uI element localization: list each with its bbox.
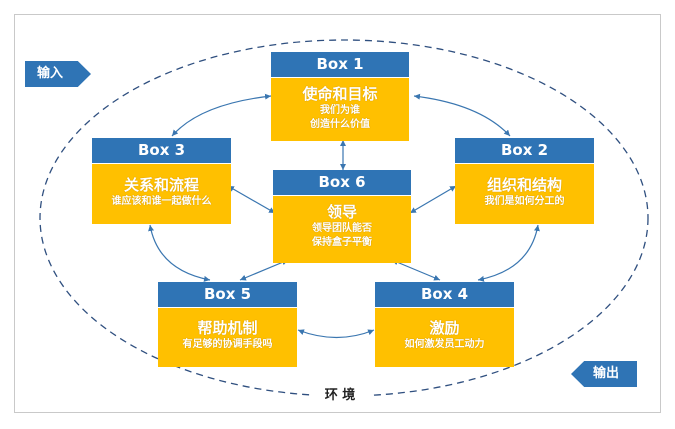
box-2: Box 2 组织和结构 我们是如何分工的 — [455, 138, 594, 224]
box-4: Box 4 激励 如何激发员工动力 — [375, 282, 514, 367]
link-box2-box4 — [477, 224, 540, 282]
box-1-title: 使命和目标 — [302, 85, 378, 103]
box-4-header: Box 4 — [375, 282, 514, 308]
box-3-body: 关系和流程 谁应该和谁一起做什么 — [92, 164, 231, 224]
box-1: Box 1 使命和目标 我们为谁 创造什么价值 — [271, 52, 409, 141]
box-6-subtitle-1: 领导团队能否 — [312, 223, 372, 234]
box-1-subtitle-1: 我们为谁 — [320, 105, 360, 116]
box-2-subtitle-1: 我们是如何分工的 — [484, 196, 565, 207]
box-5-body: 帮助机制 有足够的协调手段吗 — [158, 308, 297, 367]
box-1-body: 使命和目标 我们为谁 创造什么价值 — [271, 78, 409, 141]
box-3-header: Box 3 — [92, 138, 231, 164]
box-2-header: Box 2 — [455, 138, 594, 164]
box-1-subtitle-2: 创造什么价值 — [310, 119, 370, 130]
link-box6-box4 — [391, 259, 441, 281]
box-3-title: 关系和流程 — [123, 176, 199, 194]
environment-label: 环 境 — [310, 384, 370, 403]
link-box1-box3 — [171, 93, 272, 137]
box-6-body: 领导 领导团队能否 保持盒子平衡 — [273, 196, 411, 263]
box-4-title: 激励 — [429, 319, 460, 337]
box-2-body: 组织和结构 我们是如何分工的 — [455, 164, 594, 224]
box-4-subtitle-1: 如何激发员工动力 — [404, 339, 485, 350]
link-box6-box3 — [227, 185, 276, 214]
box-5: Box 5 帮助机制 有足够的协调手段吗 — [158, 282, 297, 367]
link-box6-box5 — [239, 259, 289, 281]
box-6-title: 领导 — [326, 203, 357, 221]
link-box1-box2 — [413, 93, 511, 137]
link-box3-box5 — [148, 224, 211, 282]
box-5-title: 帮助机制 — [197, 319, 258, 337]
box-6-header: Box 6 — [273, 170, 411, 196]
box-5-header: Box 5 — [158, 282, 297, 308]
link-box5-box4 — [297, 329, 375, 339]
box-3-subtitle-1: 谁应该和谁一起做什么 — [111, 196, 212, 207]
box-1-header: Box 1 — [271, 52, 409, 78]
box-4-body: 激励 如何激发员工动力 — [375, 308, 514, 367]
box-6-subtitle-2: 保持盒子平衡 — [312, 237, 372, 248]
box-2-title: 组织和结构 — [486, 176, 562, 194]
box-5-subtitle-1: 有足够的协调手段吗 — [182, 339, 273, 350]
box-3: Box 3 关系和流程 谁应该和谁一起做什么 — [92, 138, 231, 224]
input-label: 输入 — [25, 61, 91, 87]
output-label: 输出 — [571, 361, 637, 387]
link-box6-box2 — [409, 185, 457, 214]
box-6: Box 6 领导 领导团队能否 保持盒子平衡 — [273, 170, 411, 263]
